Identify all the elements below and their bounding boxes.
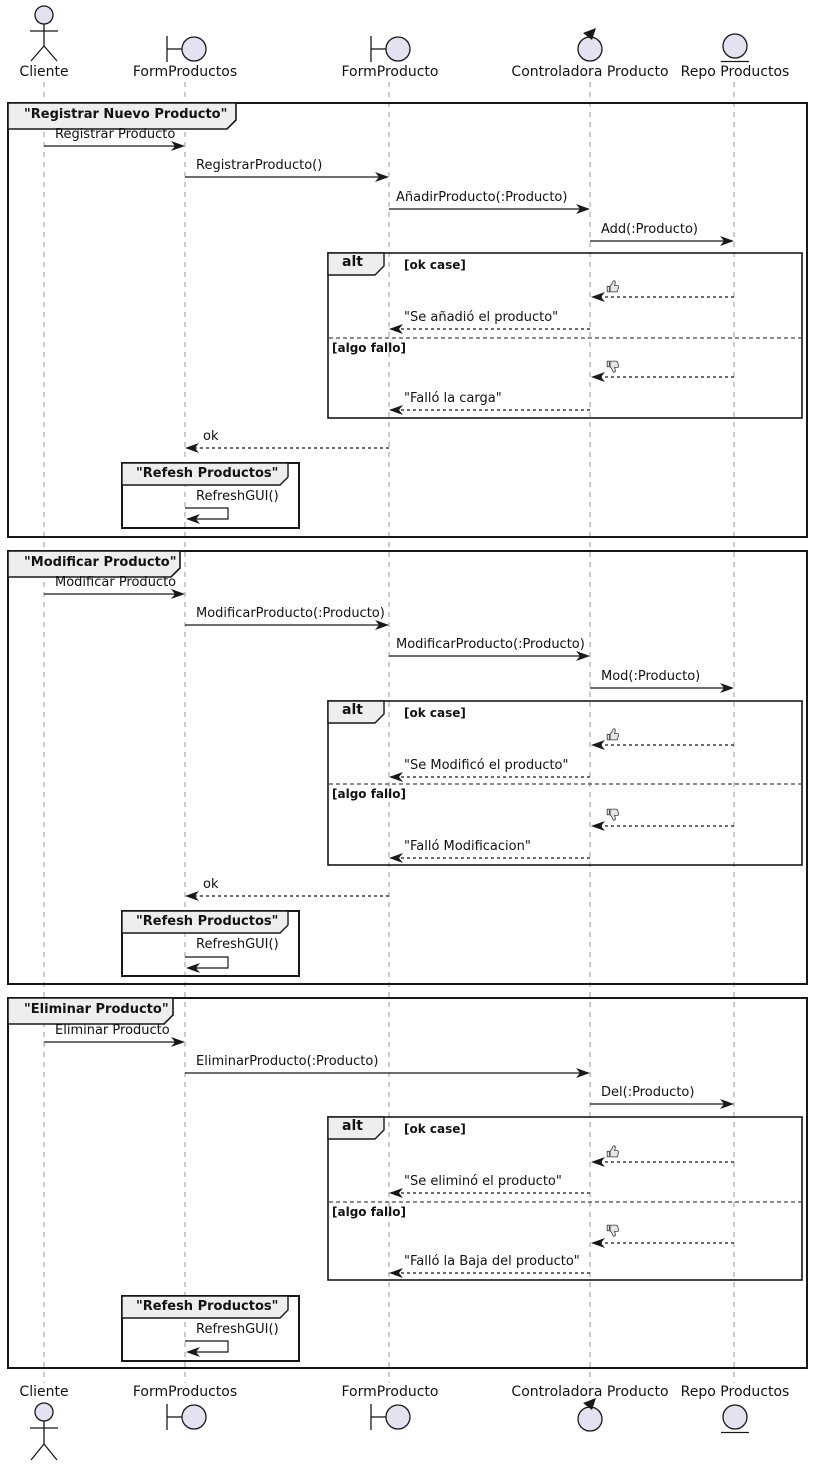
participant-label-cliente: Cliente [19,1384,69,1400]
frame-eliminar [7,997,808,1369]
entity-icon [721,33,749,63]
refresh-title-tab [121,1295,289,1319]
control-icon [577,1398,603,1432]
alt-guard: [algo fallo] [332,787,406,801]
participant-label-controladora: Controladora Producto [511,64,669,80]
message-label: "Falló la Baja del producto" [404,1254,580,1269]
alt-keyword: alt [342,1118,363,1134]
frame-registrar [7,102,808,538]
frame-title-tab [7,102,237,130]
group-title: "Refesh Productos" [136,914,279,929]
participant-label-formproductos: FormProductos [132,1384,238,1400]
participant-label-repo: Repo Productos [680,1384,790,1400]
participant-label-repo: Repo Productos [680,64,790,80]
message-label: RefreshGUI() [196,489,279,504]
alt-guard: [ok case] [404,1122,466,1136]
frame-borders [7,102,808,1369]
message-label: "Se eliminó el producto" [404,1174,562,1189]
boundary-icon [370,36,411,62]
message-label: ModificarProducto(:Producto) [196,606,385,621]
alt-keyword: alt [342,702,363,718]
frame1-arrowheads [171,141,734,524]
self-message-loop [185,1340,229,1353]
frame-title-pentagons [7,102,237,1025]
message-label: Modificar Producto [55,575,177,590]
participant-label-formproducto: FormProducto [341,1384,439,1400]
alt-fragment [327,700,803,866]
message-label: Eliminar Producto [55,1023,170,1038]
alt-fragment [327,252,803,419]
participant-label-formproductos: FormProductos [132,64,238,80]
refresh-title-pentagons [121,462,289,1319]
message-label: Registrar Producto [55,127,176,142]
alt-keyword-tab [327,252,385,276]
message-label: ModificarProducto(:Producto) [396,637,585,652]
message-label: "Falló la carga" [404,391,502,406]
boundary-icon [166,36,207,62]
message-label: AñadirProducto(:Producto) [396,190,568,205]
alt-fragment [327,1116,803,1281]
frame-title-tab [7,997,174,1025]
thumbs-up-icon [606,280,619,293]
message-label: EliminarProducto(:Producto) [196,1054,379,1069]
thumbs-down-icon [606,1224,619,1237]
message-label: RefreshGUI() [196,1322,279,1337]
boundary-icon [166,1404,207,1430]
frame-title-tab [7,550,181,578]
message-label: "Falló Modificacion" [404,839,531,854]
participant-label-controladora: Controladora Producto [511,1384,669,1400]
frame-title: "Registrar Nuevo Producto" [24,107,228,122]
alt-pentagons [327,252,385,1140]
frame2-arrowheads [171,589,734,973]
group-title: "Refesh Productos" [136,466,279,481]
alt-keyword-tab [327,700,385,724]
refresh-title-tab [121,462,289,486]
frame-modificar [7,550,808,985]
frame-title: "Eliminar Producto" [24,1002,169,1017]
actor-icon [30,1402,58,1461]
message-label: Add(:Producto) [601,222,699,237]
group-title: "Refesh Productos" [136,1299,279,1314]
thumbs-down-icon [606,808,619,821]
boundary-icon [370,1404,411,1430]
frame2-messages [44,593,734,969]
self-message-loop [185,507,229,520]
message-label: RefreshGUI() [196,937,279,952]
message-label: Del(:Producto) [601,1085,695,1100]
alt-keyword-tab [327,1116,385,1140]
alt-guard: [ok case] [404,706,466,720]
message-label: "Se Modificó el producto" [404,758,569,773]
alt-guard: [ok case] [404,258,466,272]
frame3-arrowheads [171,1037,734,1357]
alt-fragments [327,252,803,1281]
alt-dividers [329,337,801,1203]
alt-guard: [algo fallo] [332,341,406,355]
frame1-messages [44,145,734,520]
thumbs-down-icon [606,360,619,373]
message-label: Mod(:Producto) [601,669,701,684]
thumbs-up-icon [606,1145,619,1158]
participant-label-cliente: Cliente [19,64,69,80]
message-label: ok [203,429,219,444]
alt-keyword: alt [342,254,363,270]
message-label: RegistrarProducto() [196,158,323,173]
participant-label-formproducto: FormProducto [341,64,439,80]
frame-title: "Modificar Producto" [24,555,177,570]
refresh-title-tab [121,910,289,934]
message-label: ok [203,877,219,892]
thumbs-up-icon [606,728,619,741]
actor-icon [30,5,58,62]
entity-icon [721,1404,749,1434]
message-label: "Se añadió el producto" [404,310,559,325]
control-icon [577,28,603,62]
self-message-loop [185,956,229,969]
lifelines [43,82,735,1383]
frame3-messages [44,1041,734,1353]
alt-guard: [algo fallo] [332,1205,406,1219]
